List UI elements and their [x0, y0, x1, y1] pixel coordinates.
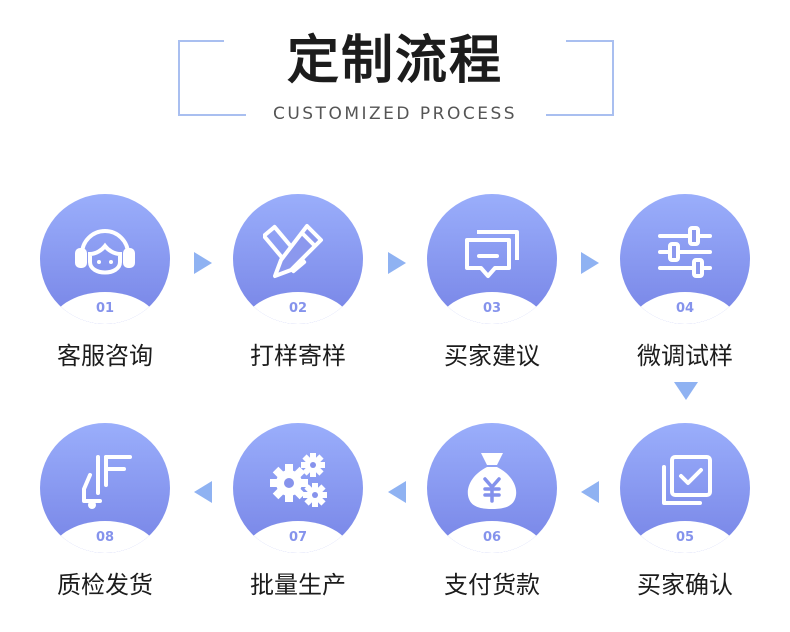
money-bag-icon	[467, 453, 517, 509]
step-label: 打样寄样	[250, 342, 346, 370]
step-circle	[40, 194, 170, 324]
step-1: 01	[40, 194, 170, 324]
step-number: 02	[288, 301, 308, 316]
delivery-cart-icon	[82, 455, 132, 509]
frame-gap	[546, 40, 566, 44]
step-4: 04	[620, 194, 750, 324]
gears-icon	[270, 453, 327, 507]
step-6: 06	[427, 423, 557, 553]
step-number: 04	[675, 301, 695, 316]
page-title: 定制流程	[286, 31, 503, 91]
title-frame-left	[178, 40, 246, 116]
step-label: 支付货款	[444, 571, 540, 599]
step-number: 06	[482, 530, 502, 545]
arrow-left-icon	[194, 481, 212, 503]
step-2: 02	[233, 194, 363, 324]
chat-message-icon	[465, 230, 519, 278]
step-label: 客服咨询	[57, 342, 153, 370]
step-label: 批量生产	[250, 571, 346, 599]
step-number: 03	[482, 301, 502, 316]
step-label: 买家建议	[444, 342, 540, 370]
arrow-left-icon	[581, 481, 599, 503]
step-circle	[620, 194, 750, 324]
page-subtitle: CUSTOMIZED PROCESS	[272, 104, 518, 124]
arrow-left-icon	[388, 481, 406, 503]
arrow-right-icon	[388, 252, 406, 274]
step-label: 买家确认	[637, 571, 733, 599]
step-label: 微调试样	[637, 342, 733, 370]
arrow-right-icon	[581, 252, 599, 274]
arrow-right-icon	[194, 252, 212, 274]
title-frame-right	[546, 40, 614, 116]
step-8: 08	[40, 423, 170, 553]
step-circle	[40, 423, 170, 553]
checkbox-stack-icon	[662, 455, 712, 505]
step-number: 01	[95, 301, 115, 316]
frame-gap	[224, 40, 246, 44]
pencil-ruler-icon	[263, 224, 323, 278]
arrow-down-icon	[674, 382, 698, 400]
step-circle	[427, 194, 557, 324]
headset-person-icon	[75, 229, 135, 275]
step-circle	[620, 423, 750, 553]
step-number: 05	[675, 530, 695, 545]
step-5: 05	[620, 423, 750, 553]
sliders-icon	[658, 226, 712, 278]
step-number: 07	[288, 530, 308, 545]
step-label: 质检发货	[57, 571, 153, 599]
step-3: 03	[427, 194, 557, 324]
step-7: 07	[233, 423, 363, 553]
step-number: 08	[95, 530, 115, 545]
